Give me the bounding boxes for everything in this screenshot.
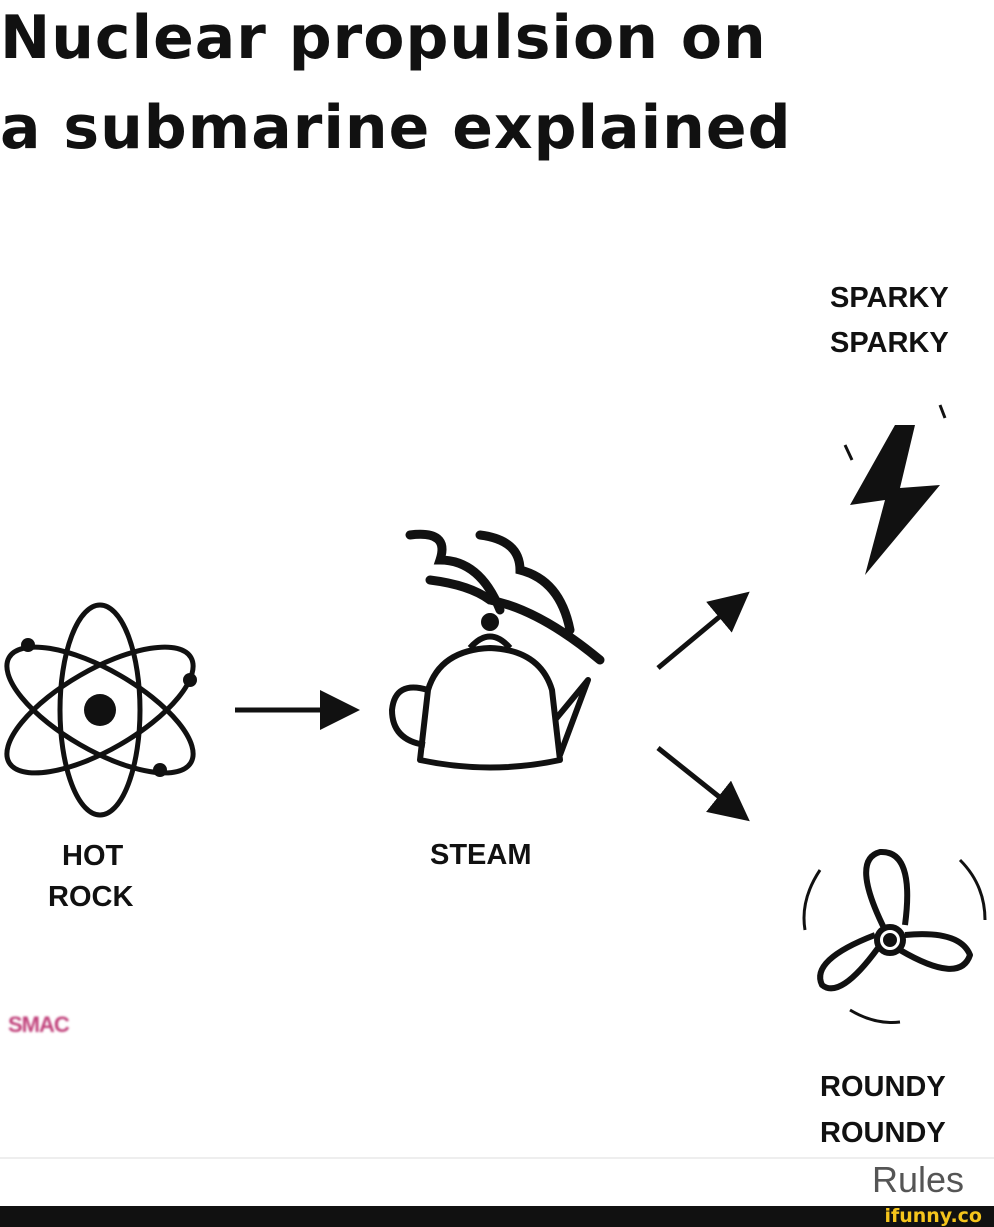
label-hot: HOT	[62, 840, 124, 872]
propeller-icon	[802, 849, 987, 1024]
label-roundy-2: ROUNDY	[820, 1117, 946, 1149]
arrow-teapot-to-lightning	[656, 591, 750, 670]
watermark-smac: SMAC	[8, 1012, 70, 1037]
label-roundy-1: ROUNDY	[820, 1071, 946, 1103]
ifunny-logo[interactable]: ifunny.co	[884, 1205, 982, 1227]
divider	[0, 1157, 994, 1159]
lightning-icon	[843, 404, 947, 575]
atom-icon	[4, 602, 197, 818]
steam-icon	[405, 529, 605, 665]
label-steam: STEAM	[430, 839, 532, 871]
footer-bar: ifunny.co	[0, 1206, 994, 1227]
rules-text: Rules	[872, 1159, 965, 1200]
teapot-icon	[389, 613, 591, 771]
arrow-teapot-to-propeller	[656, 746, 750, 822]
title-line-1: Nuclear propulsion on	[0, 3, 767, 73]
label-sparky-2: SPARKY	[830, 327, 949, 359]
label-rock: ROCK	[48, 881, 134, 913]
label-sparky-1: SPARKY	[830, 282, 949, 314]
title-line-2: a submarine explained	[0, 93, 792, 163]
